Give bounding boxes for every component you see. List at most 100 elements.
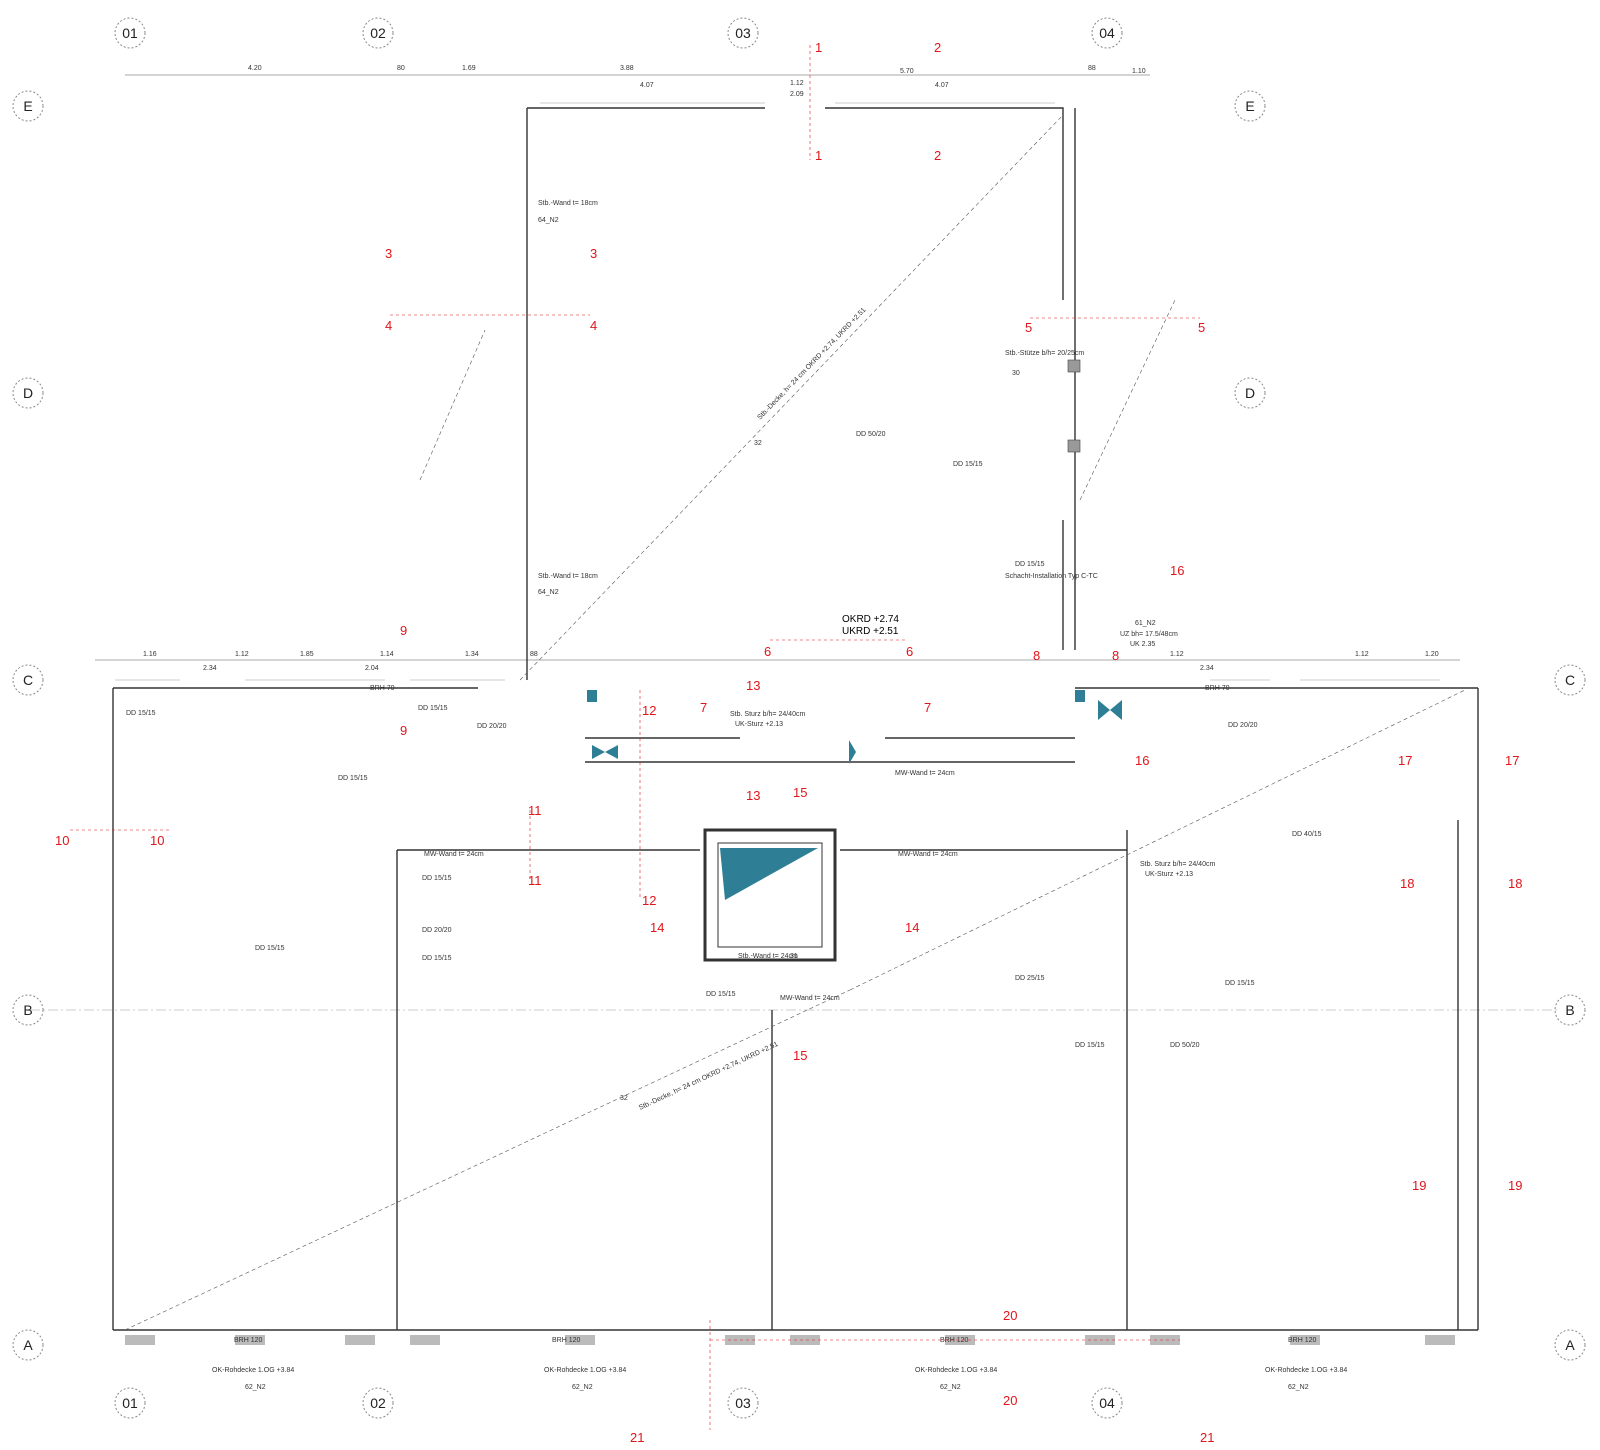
section-15-top: 15 <box>793 785 807 800</box>
top-dim-7: 2.09 <box>790 91 804 98</box>
note-dd-2: DD 15/15 <box>418 705 448 712</box>
note-uksturz-b: UK-Sturz +2.13 <box>1145 871 1193 878</box>
c-dim-12: 1.20 <box>1425 651 1439 658</box>
c-dim-11: 1.12 <box>1355 651 1369 658</box>
grid-row-c-left: C <box>23 672 33 688</box>
section-16-top: 16 <box>1170 563 1184 578</box>
note-sturz-b: Stb. Sturz b/h= 24/40cm <box>1140 861 1215 868</box>
note-dd-9: DD 20/20 <box>1228 722 1258 729</box>
top-dim-10: 88 <box>1088 65 1096 72</box>
grid-col-04-top: 04 <box>1099 25 1115 41</box>
section-14-left: 14 <box>650 920 664 935</box>
note-brh-b: BRH 70 <box>1205 685 1230 692</box>
note-code-61: 61_N2 <box>1135 620 1156 627</box>
note-sturz-a: Stb. Sturz b/h= 24/40cm <box>730 711 805 718</box>
top-dim-11: 1.10 <box>1132 68 1146 75</box>
walls <box>112 107 1479 1331</box>
section-4-left: 4 <box>385 318 392 333</box>
section-12-top: 12 <box>642 703 656 718</box>
section-13-top: 13 <box>746 678 760 693</box>
note-dd-6: DD 20/20 <box>422 927 452 934</box>
note-stb-decke-b: Stb.-Decke, h= 24 cm OKRD +2.74, UKRD +2… <box>638 1041 779 1112</box>
note-wall-64-a: Stb.-Wand t= 18cm <box>538 200 598 207</box>
section-19-right: 19 <box>1508 1178 1522 1193</box>
section-19-left: 19 <box>1412 1178 1426 1193</box>
columns <box>1067 359 1081 453</box>
note-ukrd: UKRD +2.51 <box>842 626 899 637</box>
note-dd-12: DD 15/15 <box>1225 980 1255 987</box>
c-dim-4: 1.85 <box>300 651 314 658</box>
section-16-bottom: 16 <box>1135 753 1149 768</box>
section-8-right: 8 <box>1112 648 1119 663</box>
top-dim-3: 1.69 <box>462 65 476 72</box>
note-dd-10: DD 40/15 <box>1292 831 1322 838</box>
note-uk: UK 2.35 <box>1130 641 1155 648</box>
c-dim-3: 1.12 <box>235 651 249 658</box>
note-stuetze: Stb.-Stütze b/h= 20/25cm <box>1005 350 1084 357</box>
top-dim-6: 1.12 <box>790 80 804 87</box>
section-17-left: 17 <box>1398 753 1412 768</box>
note-dd-5: DD 15/15 <box>422 875 452 882</box>
section-11-top: 11 <box>528 803 542 818</box>
section-6-left: 6 <box>764 644 771 659</box>
section-9-bottom: 9 <box>400 723 407 738</box>
note-schacht: Schacht-Installation Typ C-TC <box>1005 573 1098 580</box>
grid-col-01-top: 01 <box>122 25 138 41</box>
note-brh-120-b: BRH 120 <box>552 1337 581 1344</box>
section-14-right: 14 <box>905 920 919 935</box>
note-uzbh: UZ bh= 17.5/48cm <box>1120 631 1178 638</box>
note-dd-13: DD 15/15 <box>1075 1042 1105 1049</box>
top-dim-5: 4.07 <box>640 82 654 89</box>
note-dd-16: DD 15/15 <box>1015 561 1045 568</box>
section-21-left: 21 <box>630 1430 644 1445</box>
section-18-left: 18 <box>1400 876 1414 891</box>
section-20-top: 20 <box>1003 1308 1017 1323</box>
note-62-b: 62_N2 <box>572 1384 593 1391</box>
section-7-right: 7 <box>924 700 931 715</box>
note-uksturz-a: UK-Sturz +2.13 <box>735 721 783 728</box>
grid-row-d-right: D <box>1245 385 1255 401</box>
grid-row-a-left: A <box>23 1337 33 1353</box>
note-dd-3: DD 20/20 <box>477 723 507 730</box>
note-oka-d: OK-Rohdecke 1.OG +3.84 <box>1265 1367 1347 1374</box>
section-20-bottom: 20 <box>1003 1393 1017 1408</box>
note-32-a: 32 <box>754 440 762 447</box>
section-1-top: 1 <box>815 40 822 55</box>
grid-col-04-bottom: 04 <box>1099 1395 1115 1411</box>
grid-col-03-bottom: 03 <box>735 1395 751 1411</box>
section-10-left: 10 <box>55 833 69 848</box>
note-code-30: 30 <box>1012 370 1020 377</box>
note-wall-64-b: Stb.-Wand t= 18cm <box>538 573 598 580</box>
note-dd-7: DD 15/15 <box>422 955 452 962</box>
section-11-bottom: 11 <box>528 873 542 888</box>
c-dim-9: 1.12 <box>1170 651 1184 658</box>
top-dim-4: 3.88 <box>620 65 634 72</box>
note-code-64-b: 64_N2 <box>538 589 559 596</box>
wall-hatching <box>115 102 1440 681</box>
note-dd-4: DD 15/15 <box>338 775 368 782</box>
grid-col-01-bottom: 01 <box>122 1395 138 1411</box>
row-c-dimension-line: 1.16 2.34 1.12 1.85 2.04 1.14 1.34 88 1.… <box>95 651 1460 672</box>
section-2-bottom: 2 <box>934 148 941 163</box>
top-dim-8: 5.70 <box>900 68 914 75</box>
c-dim-7: 1.34 <box>465 651 479 658</box>
grid-bubbles: 01 02 03 04 01 02 03 04 E D C B A E D C … <box>12 17 1586 1419</box>
section-13-bottom: 13 <box>746 788 760 803</box>
note-mw-d: MW-Wand t= 24cm <box>780 995 840 1002</box>
grid-col-03-top: 03 <box>735 25 751 41</box>
note-brh-120-d: BRH 120 <box>1288 1337 1317 1344</box>
top-dimension-line: 4.20 80 1.69 3.88 4.07 1.12 2.09 5.70 4.… <box>125 65 1150 98</box>
grid-row-d-left: D <box>23 385 33 401</box>
grid-row-b-right: B <box>1565 1002 1574 1018</box>
note-stb-decke-a: Stb.-Decke, h= 24 cm OKRD +2.74, UKRD +2… <box>756 307 867 422</box>
top-dim-2: 80 <box>397 65 405 72</box>
section-3-right: 3 <box>590 246 597 261</box>
note-oka-a: OK-Rohdecke 1.OG +3.84 <box>212 1367 294 1374</box>
section-7-left: 7 <box>700 700 707 715</box>
section-2-top: 2 <box>934 40 941 55</box>
note-dd-8: DD 15/15 <box>255 945 285 952</box>
note-mw-c: MW-Wand t= 24cm <box>895 770 955 777</box>
grid-row-a-right: A <box>1565 1337 1575 1353</box>
note-brh-120-c: BRH 120 <box>940 1337 969 1344</box>
section-5-left: 5 <box>1025 320 1032 335</box>
